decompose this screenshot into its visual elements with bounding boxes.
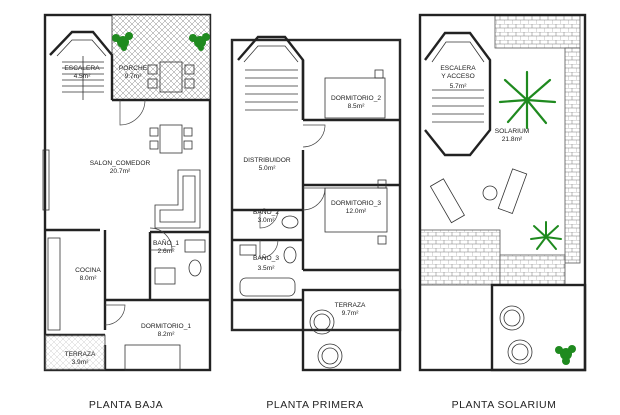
- stair-steps: [56, 39, 107, 100]
- terrace-chairs: [309, 309, 343, 369]
- nightstand: [374, 69, 384, 79]
- stair-bay-wall: [49, 30, 114, 100]
- plan-title: PLANTA BAJA: [89, 399, 163, 411]
- room-name: DORMITORIO_3: [331, 200, 381, 207]
- dining-table: [159, 124, 183, 154]
- plan-planta-primera: DORMITORIO_2 8.5m² DISTRIBUIDOR 5.0m² DO…: [230, 35, 402, 411]
- terrace-outline: [301, 288, 402, 372]
- room-area: 20.7m²: [110, 168, 131, 175]
- roof-tiles: [419, 229, 501, 286]
- room-area: 5.0m²: [259, 165, 277, 172]
- chair: [147, 64, 158, 75]
- door-swing: [259, 239, 279, 259]
- plan-title: PLANTA PRIMERA: [266, 399, 363, 411]
- room-area: 21.8m²: [502, 136, 523, 143]
- plan-planta-baja: ESCALERA 4.5m² PORCHE 9.7m² SALON_COMEDO…: [42, 13, 212, 411]
- door-swing: [302, 187, 326, 211]
- room-name: DISTRIBUIDOR: [243, 157, 290, 164]
- room-name: DORMITORIO_2: [331, 95, 381, 102]
- room-area: 4.5m²: [74, 73, 92, 80]
- toilet: [283, 246, 297, 264]
- stair-steps: [243, 45, 299, 111]
- room-name-line2: Y ACCESO: [441, 73, 475, 80]
- room-name: COCINA: [75, 267, 101, 274]
- room-name: ESCALERA: [64, 65, 100, 72]
- chair: [183, 127, 193, 137]
- nightstand: [377, 179, 387, 189]
- chair: [184, 64, 195, 75]
- door-swing: [259, 209, 279, 229]
- plan-planta-solarium: ESCALERA Y ACCESO 5.7m² SOLARIUM 21.8m² …: [418, 13, 587, 411]
- sofa: [154, 169, 201, 229]
- room-area: 8.2m²: [158, 331, 176, 338]
- bathtub: [239, 277, 296, 297]
- door-swing: [302, 124, 326, 148]
- room-name: TERRAZA: [65, 351, 96, 358]
- plan-title: PLANTA SOLARIUM: [452, 399, 557, 411]
- washing-machine: [154, 267, 176, 285]
- stair-bay-wall: [237, 35, 305, 120]
- chair: [147, 78, 158, 89]
- door-swing: [119, 99, 146, 126]
- toilet: [188, 259, 202, 277]
- room-area: 3.5m²: [258, 265, 276, 272]
- room-name: BAÑO_1: [153, 238, 179, 247]
- room-name: SALON_COMEDOR: [90, 160, 151, 167]
- room-name: BAÑO_3: [253, 253, 279, 262]
- plant-icon: [112, 32, 133, 51]
- side-table: [482, 185, 498, 201]
- bed: [324, 187, 388, 233]
- kitchen-counter: [47, 237, 61, 331]
- roof-tiles: [564, 47, 581, 264]
- window: [42, 149, 50, 211]
- room-name: PORCHE: [119, 65, 148, 72]
- chair: [149, 140, 159, 150]
- chair: [183, 140, 193, 150]
- plant-icon: [189, 33, 210, 51]
- roof-tiles: [499, 254, 566, 286]
- room-area: 5.7m²: [450, 83, 468, 90]
- room-area: 12.0m²: [346, 208, 367, 215]
- palm-plant-icon: [530, 221, 562, 250]
- stair-bay-wall: [424, 31, 492, 157]
- room-area: 9.7m²: [342, 310, 360, 317]
- roof-tiles: [494, 14, 581, 49]
- door-swing: [149, 227, 173, 251]
- room-name: BAÑO_2: [253, 207, 279, 216]
- sink: [239, 244, 257, 256]
- porch-table: [159, 61, 183, 93]
- room-area: 3.0m²: [258, 217, 276, 224]
- sun-lounger: [429, 178, 465, 224]
- nightstand: [377, 235, 387, 245]
- porch-pergola: [111, 14, 211, 101]
- room-name: TERRAZA: [335, 302, 366, 309]
- palm-plant-icon: [498, 70, 557, 130]
- plant-icon: [555, 345, 576, 365]
- bed: [324, 77, 386, 119]
- room-name: DORMITORIO_1: [141, 323, 191, 330]
- chair: [149, 127, 159, 137]
- solarium-lower-terrace: [490, 283, 587, 372]
- bed: [124, 344, 181, 371]
- door-swing: [104, 304, 126, 326]
- room-area: 9.7m²: [125, 73, 143, 80]
- sun-lounger: [497, 168, 528, 214]
- room-name: ESCALERA: [440, 65, 476, 72]
- room-area: 8.0m²: [80, 275, 98, 282]
- room-area: 3.9m²: [72, 359, 90, 366]
- room-area: 8.5m²: [348, 103, 366, 110]
- chair: [184, 78, 195, 89]
- stair-steps: [431, 41, 485, 123]
- toilet: [281, 215, 299, 229]
- terrace-floor: [44, 334, 106, 371]
- room-area: 2.6m²: [158, 248, 176, 255]
- sink: [184, 239, 206, 253]
- terrace-chairs: [499, 305, 533, 365]
- room-name: SOLARIUM: [495, 128, 529, 135]
